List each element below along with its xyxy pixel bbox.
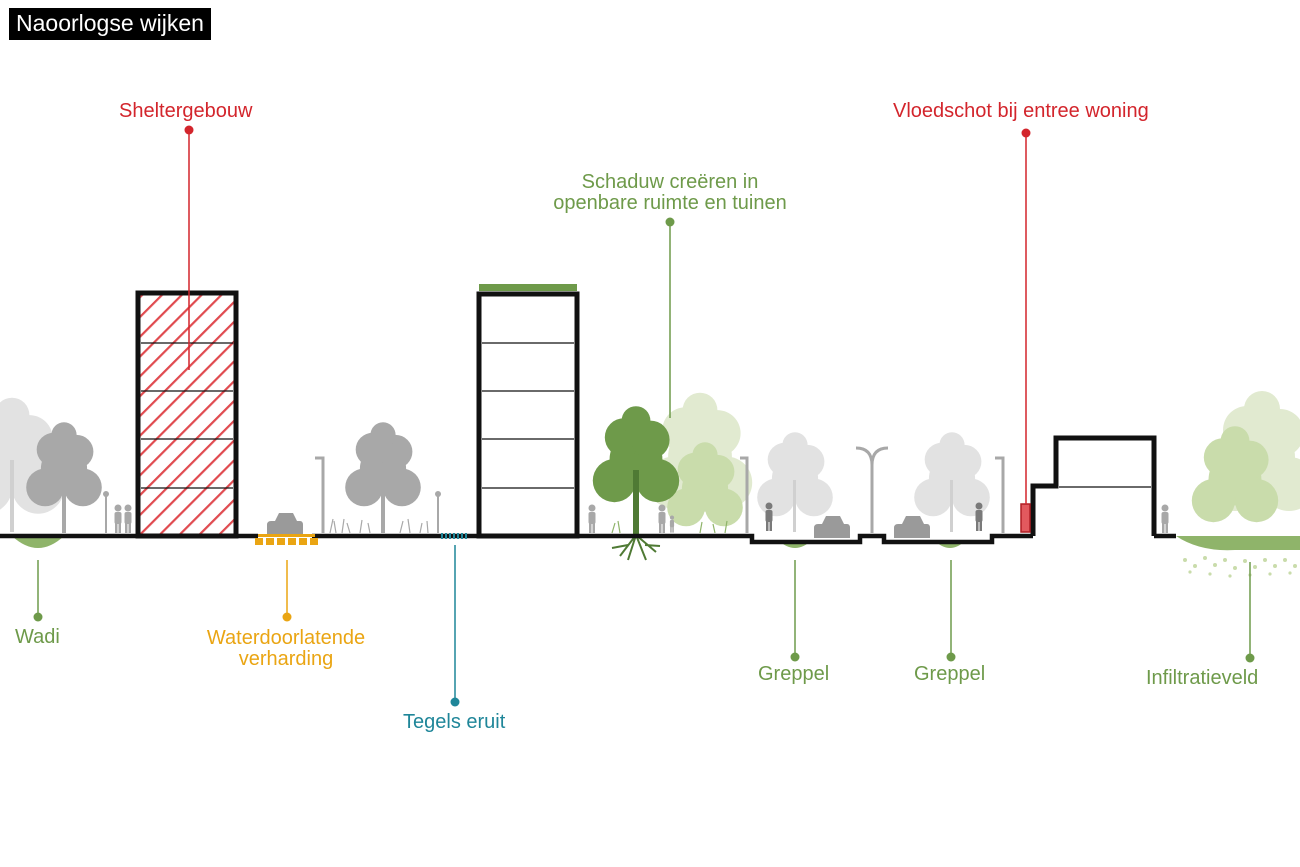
label-tegels: Tegels eruit: [403, 711, 506, 733]
apartment-building: [476, 284, 580, 539]
label-wadi: Wadi: [15, 626, 60, 648]
low-house: [1030, 435, 1157, 536]
street-lamps: [105, 446, 1005, 533]
label-schaduw: Schaduw creëren in openbare ruimte en tu…: [545, 172, 795, 214]
background-trees: [0, 391, 1300, 532]
shelter-building: [135, 290, 239, 539]
label-waterdoorlatend-line2: verharding: [238, 648, 334, 670]
shade-tree: [592, 406, 680, 561]
label-greppel-2: Greppel: [914, 663, 986, 685]
label-infiltratieveld: Infiltratieveld: [1146, 667, 1259, 689]
label-waterdoorlatend: Waterdoorlatende verharding: [200, 628, 372, 670]
label-schaduw-line1: Schaduw creëren in: [581, 171, 759, 193]
infiltration-dots: [1183, 556, 1297, 578]
label-sheltergebouw: Sheltergebouw: [119, 100, 253, 122]
grass: [329, 518, 728, 534]
flood-barrier: [1020, 503, 1031, 533]
label-schaduw-line2: openbare ruimte en tuinen: [553, 192, 787, 214]
label-greppel-1: Greppel: [758, 663, 830, 685]
grey-trees: [26, 422, 421, 533]
page-title: Naoorlogse wijken: [9, 8, 211, 40]
label-waterdoorlatend-line1: Waterdoorlatende: [206, 627, 366, 649]
tiles-removed: [441, 533, 467, 539]
label-vloedschot: Vloedschot bij entree woning: [893, 100, 1149, 122]
permeable-paving: [255, 534, 318, 545]
green-roof: [479, 284, 577, 291]
leader-lines: [33, 125, 1255, 707]
ground-line: [0, 533, 1176, 545]
